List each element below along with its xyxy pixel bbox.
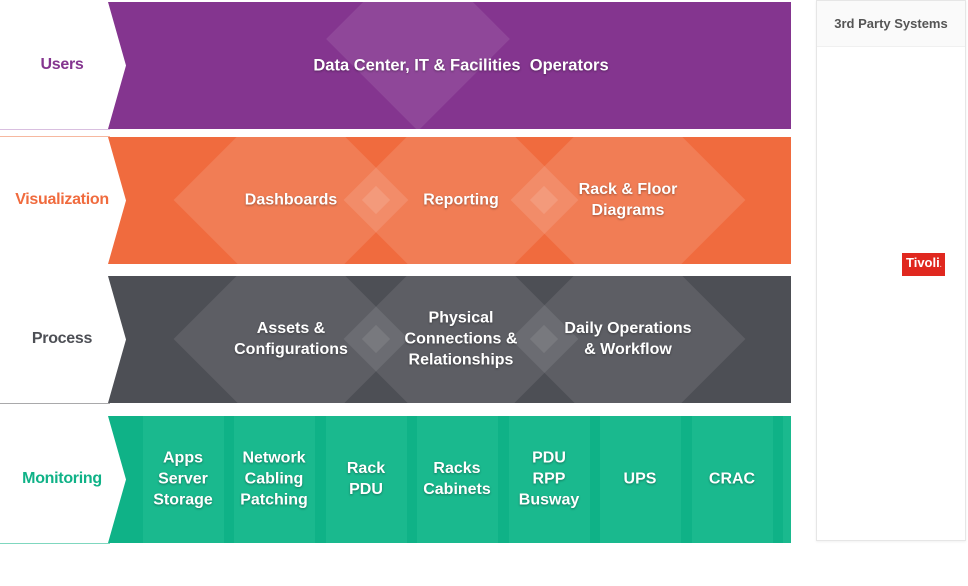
monitoring-item: CRAC bbox=[708, 470, 756, 488]
monitoring-item: Rack PDU bbox=[346, 460, 386, 498]
users-item: Data Center, IT & Facilities Operators bbox=[313, 56, 609, 75]
monitoring-column-partial bbox=[783, 416, 791, 543]
visualization-item: Reporting bbox=[423, 191, 499, 209]
visualization-item: Dashboards bbox=[244, 191, 338, 209]
monitoring-column bbox=[692, 416, 773, 543]
process-band: Assets & Configurations Physical Connecti… bbox=[108, 276, 791, 403]
monitoring-band: Apps Server Storage Network Cabling Patch… bbox=[108, 416, 791, 543]
row-label-monitoring: Monitoring bbox=[22, 470, 102, 487]
monitoring-item: Network Cabling Patching bbox=[240, 449, 308, 509]
tivoli-logo-mark: . bbox=[939, 262, 942, 269]
monitoring-column bbox=[600, 416, 681, 543]
monitoring-column bbox=[143, 416, 224, 543]
monitoring-column bbox=[417, 416, 498, 543]
row-monitoring: Monitoring Apps Server Storage Network Ca… bbox=[0, 416, 791, 543]
third-party-systems-panel: 3rd Party Systems Tivoli. bbox=[816, 0, 966, 541]
row-label-process: Process bbox=[31, 330, 93, 347]
monitoring-column bbox=[326, 416, 407, 543]
row-visualization: Visualization Dashboards Reporting Rack & … bbox=[0, 137, 791, 264]
monitoring-column bbox=[234, 416, 315, 543]
row-process: Process Assets & Configurations Physical … bbox=[0, 276, 791, 403]
divider bbox=[0, 403, 110, 404]
tivoli-logo-text: Tivoli bbox=[906, 255, 940, 270]
divider bbox=[0, 136, 110, 137]
tivoli-logo-icon: Tivoli. bbox=[902, 253, 945, 276]
row-users: Users Data Center, IT & Facilities Opera… bbox=[0, 2, 791, 129]
visualization-item: Rack & Floor Diagrams bbox=[578, 181, 678, 219]
monitoring-item: Apps Server Storage bbox=[153, 449, 213, 509]
row-label-visualization: Visualization bbox=[15, 191, 109, 208]
users-band: Data Center, IT & Facilities Operators bbox=[108, 2, 791, 129]
monitoring-item: UPS bbox=[623, 470, 657, 488]
divider bbox=[0, 543, 110, 544]
row-label-users: Users bbox=[40, 56, 84, 73]
monitoring-item: Racks Cabinets bbox=[423, 460, 491, 498]
process-item: Physical Connections & Relationships bbox=[404, 309, 518, 369]
monitoring-item: PDU RPP Busway bbox=[518, 449, 580, 509]
visualization-band: Dashboards Reporting Rack & Floor Diagrams bbox=[108, 137, 791, 264]
side-panel-title: 3rd Party Systems bbox=[817, 1, 965, 47]
process-item: Daily Operations & Workflow bbox=[564, 320, 692, 358]
divider bbox=[0, 129, 110, 130]
monitoring-column bbox=[509, 416, 590, 543]
process-item: Assets & Configurations bbox=[234, 320, 348, 358]
